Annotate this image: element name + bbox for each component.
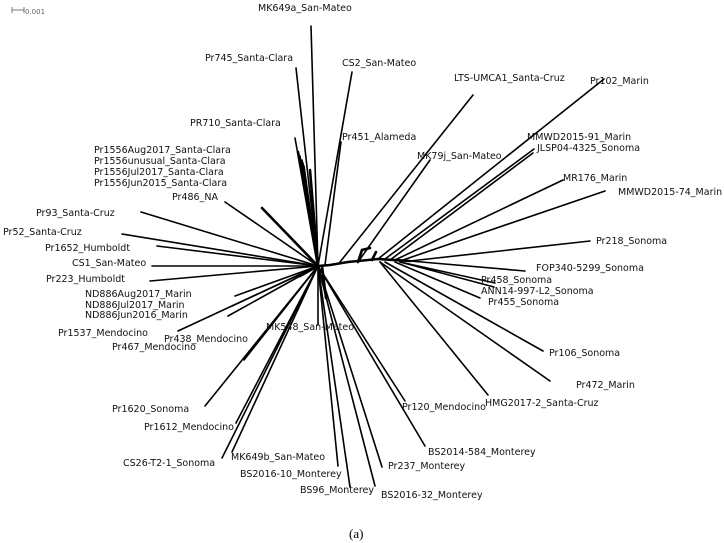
branch-pr472-marin [379, 261, 551, 382]
tip-label-pr1556jun2015-santa-clara: Pr1556Jun2015_Santa-Clara [94, 178, 227, 189]
branch-pr486-na [224, 201, 319, 267]
tip-label-jlsp04-4325-sonoma: JLSP04-4325_Sonoma [536, 143, 640, 154]
tip-label-pr223-humboldt: Pr223_Humboldt [46, 274, 125, 285]
tree-branches [121, 25, 606, 488]
tip-label-mk649b-san-mateo: MK649b_San-Mateo [231, 452, 325, 463]
tip-label-pr1620-sonoma: Pr1620_Sonoma [112, 404, 189, 415]
tip-label-pr438-mendocino: Pr438_Mendocino [164, 334, 248, 345]
tip-label-pr486-na: Pr486_NA [172, 192, 218, 203]
tip-label-cs1-san-mateo: CS1_San-Mateo [72, 258, 146, 269]
branch-pr455-sonoma [394, 261, 481, 299]
tip-label-mmwd2015-91-marin: MMWD2015-91_Marin [527, 132, 631, 143]
tip-label-pr106-sonoma: Pr106_Sonoma [549, 348, 620, 359]
branch-nd886aug2017-marin [234, 265, 319, 297]
tip-label-pr458-sonoma: Pr458_Sonoma [481, 275, 552, 286]
branch-mmwd2015-74-marin [399, 190, 606, 262]
tip-label-pr467-mendocino: Pr467_Mendocino [112, 342, 196, 353]
branch-jlsp04-4325-sonoma [389, 152, 534, 261]
tip-label-hmg2017-2-santa-cruz: HMG2017-2_Santa-Cruz [485, 398, 599, 409]
tip-label-pr451-alameda: Pr451_Alameda [342, 132, 416, 143]
branch-mk649a-san-mateo [310, 25, 319, 267]
tree-backbone [260, 150, 412, 300]
tip-label-bs2014-584-monterey: BS2014-584_Monterey [428, 447, 536, 458]
branch-pr1652-humboldt [156, 245, 319, 267]
branch-bs2016-10-monterey [317, 265, 339, 467]
tip-label-nd886aug2017-marin: ND886Aug2017_Marin [85, 289, 192, 300]
branch-pr237-monterey [317, 265, 383, 468]
branch-bs96-monterey [317, 265, 351, 488]
branch-ann14-997-l2-sonoma [399, 261, 495, 288]
tip-label-pr218-sonoma: Pr218_Sonoma [596, 236, 667, 247]
tip-label-pr1612-mendocino: Pr1612_Mendocino [144, 422, 234, 433]
branch-bs2014-584-monterey [317, 265, 426, 447]
branch-cs26-t2-1-sonoma [221, 265, 319, 459]
tip-label-pr93-santa-cruz: Pr93_Santa-Cruz [36, 208, 115, 219]
branch-pr106-sonoma [384, 261, 544, 352]
tip-label-bs2016-32-monterey: BS2016-32_Monterey [381, 490, 483, 501]
branch-pr218-sonoma [409, 240, 591, 262]
tip-label-pr1556aug2017-santa-clara: Pr1556Aug2017_Santa-Clara [94, 145, 231, 156]
tip-label-cs26-t2-1-sonoma: CS26-T2-1_Sonoma [123, 458, 215, 469]
branch-pr1556jun2015-santa-clara [303, 165, 319, 267]
branch-pr1620-sonoma [204, 265, 319, 407]
tip-label-ann14-997-l2-sonoma: ANN14-997-L2_Sonoma [481, 286, 594, 297]
tip-label-pr1556jul2017-santa-clara: Pr1556Jul2017_Santa-Clara [94, 167, 224, 178]
branch-pr102-marin [377, 78, 605, 260]
tip-label-mk548-san-mateo: MK548_San-Mateo [266, 322, 354, 333]
panel-label: (a) [349, 526, 363, 541]
branch-pr52-santa-cruz [121, 233, 319, 267]
branch-hmg2017-2-santa-cruz [379, 261, 489, 396]
branch-pr1537-mendocino [177, 265, 319, 332]
branch-mmwd2015-91-marin [384, 148, 535, 260]
tip-label-lts-umca1-santa-cruz: LTS-UMCA1_Santa-Cruz [454, 73, 565, 84]
scale-bar-label: 0.001 [25, 8, 45, 16]
tip-label-mk649a-san-mateo: MK649a_San-Mateo [258, 3, 352, 14]
branch-fop340-5299-sonoma [409, 260, 526, 272]
branch-pr223-humboldt [149, 265, 319, 282]
tip-label-pr745-santa-clara: Pr745_Santa-Clara [205, 53, 293, 64]
branch-cs2-san-mateo [317, 71, 353, 267]
branch-pr745-santa-clara [295, 67, 319, 267]
tip-label-pr120-mendocino: Pr120_Mendocino [402, 402, 486, 413]
tip-label-mmwd2015-74-marin: MMWD2015-74_Marin [618, 187, 722, 198]
tip-label-nd886jul2017-marin: ND886Jul2017_Marin [85, 300, 185, 311]
branch-pr451-alameda [324, 141, 342, 266]
tip-label-cs2-san-mateo: CS2_San-Mateo [342, 58, 416, 69]
tip-label-pr1537-mendocino: Pr1537_Mendocino [58, 328, 148, 339]
tip-label-bs2016-10-monterey: BS2016-10_Monterey [240, 469, 342, 480]
tip-label-mk79j-san-mateo: MK79j_San-Mateo [417, 151, 502, 162]
tip-label-pr1652-humboldt: Pr1652_Humboldt [45, 243, 130, 254]
tip-label-pr237-monterey: Pr237_Monterey [388, 461, 465, 472]
branch-mk649b-san-mateo [231, 265, 319, 453]
branch-mr176-marin [394, 179, 564, 261]
tip-label-pr455-sonoma: Pr455_Sonoma [488, 297, 559, 308]
branch-nd886jun2016-marin [227, 265, 319, 317]
scale-bar: 0.001 [11, 7, 45, 16]
branch-bs2016-32-monterey [317, 265, 376, 487]
tip-label-bs96-monterey: BS96_Monterey [300, 485, 374, 496]
tip-label-pr52-santa-cruz: Pr52_Santa-Cruz [3, 227, 82, 238]
branch-pr120-mendocino [317, 265, 406, 402]
tip-label-mr176-marin: MR176_Marin [563, 173, 627, 184]
branch-pr93-santa-cruz [140, 211, 319, 267]
branch-mk79j-san-mateo [357, 159, 431, 263]
tip-label-pr1556unusual-santa-clara: Pr1556unusual_Santa-Clara [94, 156, 226, 167]
tip-label-pr472-marin: Pr472_Marin [576, 380, 635, 391]
tip-label-fop340-5299-sonoma: FOP340-5299_Sonoma [536, 263, 644, 274]
tip-label-pr102-marin: Pr102_Marin [590, 76, 649, 87]
branch-lts-umca1-santa-cruz [339, 94, 474, 263]
tip-label-pr710-santa-clara: PR710_Santa-Clara [190, 118, 281, 129]
tip-label-nd886jun2016-marin: ND886Jun2016_Marin [85, 310, 188, 321]
